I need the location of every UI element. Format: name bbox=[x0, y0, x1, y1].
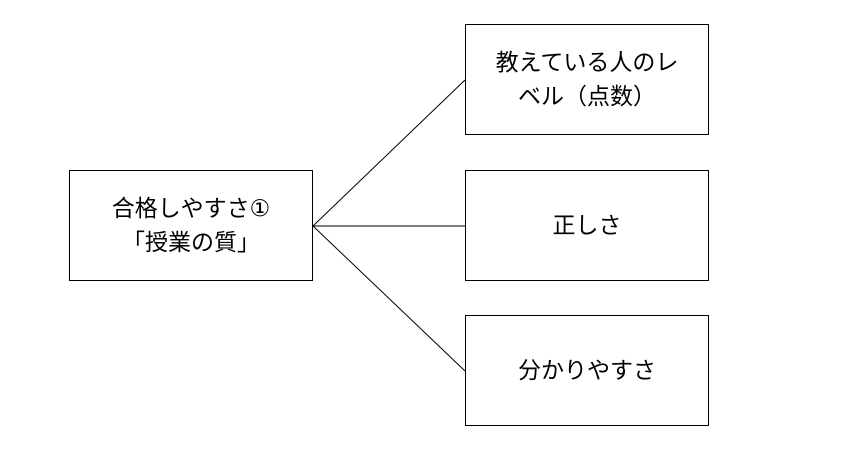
connector-root-to-child-1 bbox=[312, 79, 466, 227]
child-node-teacher-level-line-2: ベル（点数） bbox=[518, 83, 656, 110]
root-node-line-2: 「授業の質」 bbox=[122, 229, 260, 256]
child-node-clarity: 分かりやすさ bbox=[465, 315, 709, 426]
child-node-correctness-label: 正しさ bbox=[552, 212, 622, 239]
child-node-teacher-level-line-1: 教えている人のレ bbox=[495, 49, 679, 76]
child-node-clarity-label: 分かりやすさ bbox=[518, 357, 656, 384]
connector-root-to-child-3 bbox=[312, 225, 466, 372]
root-node: 合格しやすさ① 「授業の質」 bbox=[69, 170, 313, 281]
child-node-teacher-level: 教えている人のレ ベル（点数） bbox=[465, 24, 709, 135]
root-node-line-1: 合格しやすさ① bbox=[111, 195, 271, 222]
child-node-correctness: 正しさ bbox=[465, 170, 709, 281]
